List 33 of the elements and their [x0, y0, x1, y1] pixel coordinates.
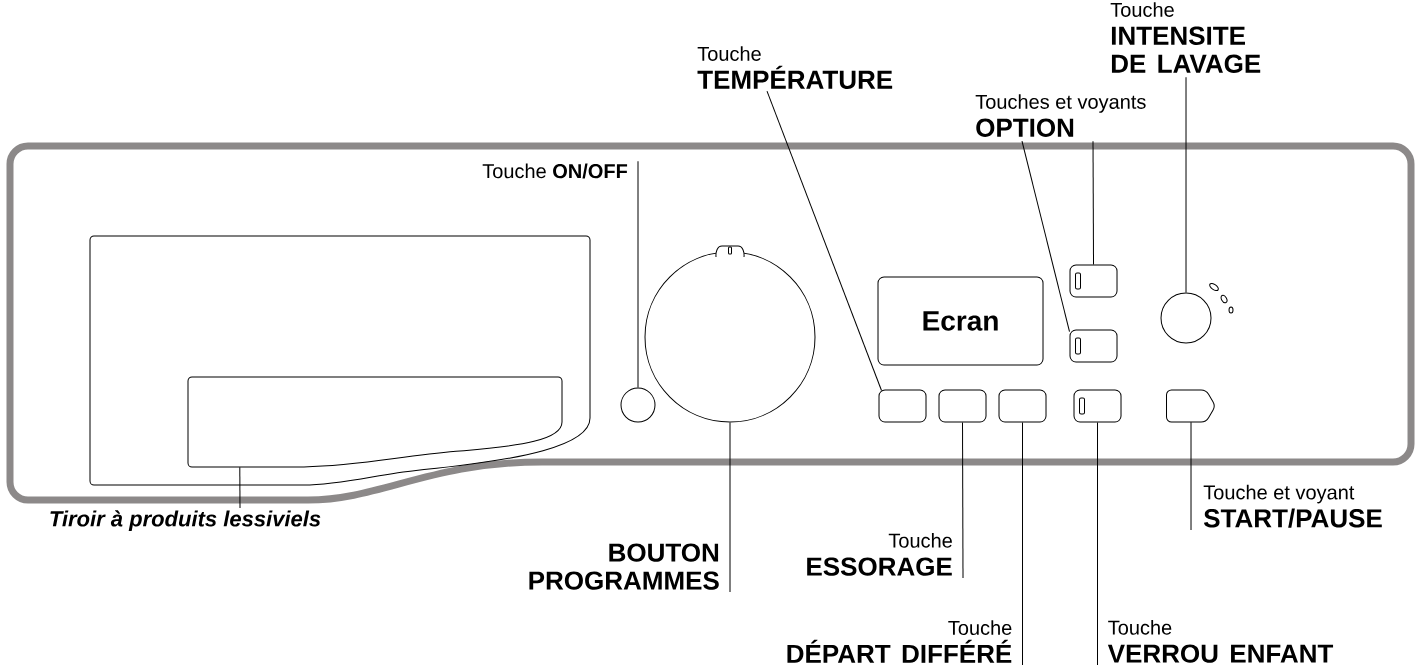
leader-line	[729, 422, 731, 593]
push-button	[1073, 389, 1122, 423]
callout-label: Touche INTENSITE DE LAVAGE	[1110, 2, 1261, 73]
display-screen: Ecran	[877, 276, 1044, 366]
push-button	[1069, 264, 1118, 298]
drawer-handle	[187, 376, 563, 468]
leader-line	[239, 466, 241, 509]
intensity-knob	[1160, 283, 1234, 344]
leader-line	[1185, 76, 1187, 293]
leader-line	[1022, 422, 1023, 666]
callout-label: Tiroir à produits lessiviels	[50, 510, 321, 531]
push-button	[878, 389, 927, 423]
leader-line	[1092, 140, 1094, 265]
power-button	[620, 387, 656, 423]
push-button	[998, 389, 1047, 423]
leader-line	[962, 422, 964, 579]
callout-label: BOUTON PROGRAMMES	[529, 543, 719, 590]
leader-line	[766, 90, 882, 391]
callout-label: Touche VERROU ENFANT	[1107, 620, 1334, 663]
leader-line	[637, 160, 639, 388]
callout-label: Touche ESSORAGE	[807, 533, 952, 576]
leader-line	[1021, 140, 1070, 332]
callout-label: Touche DÉPART DIFFÉRÉ	[787, 620, 1012, 663]
callout-label: Touche et voyant START/PAUSE	[1203, 484, 1382, 528]
start-button	[1166, 389, 1215, 423]
leader-line	[1190, 421, 1192, 531]
callout-label: Touches et voyants OPTION	[975, 94, 1146, 137]
push-button	[1069, 329, 1118, 363]
push-button	[938, 389, 987, 423]
callout-label: Touche TEMPÉRATURE	[697, 46, 893, 89]
callout-label: Touche ON/OFF	[482, 163, 628, 179]
program-knob	[644, 245, 816, 423]
leader-line	[1097, 422, 1098, 666]
